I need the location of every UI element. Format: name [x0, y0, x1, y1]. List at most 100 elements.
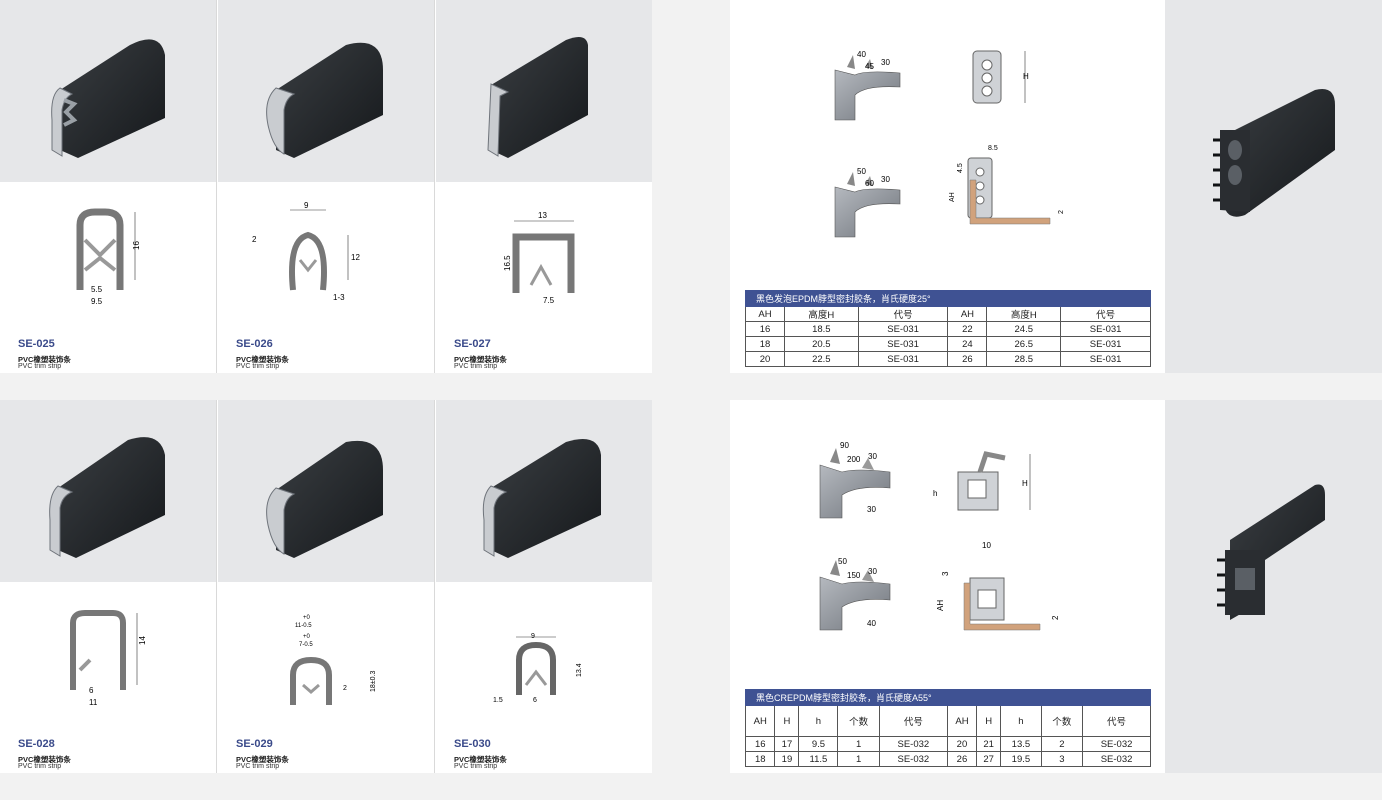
column-header: AH: [745, 306, 785, 322]
table-cell: 21: [976, 736, 1002, 752]
table-cell: 24: [947, 336, 988, 352]
product-photo: [0, 0, 217, 182]
table-cell: 13.5: [1000, 736, 1042, 752]
product-card-se-026: 9 2 12 1-3 SE-026 PVC橡塑装饰条 PVC trim stri…: [218, 0, 435, 373]
table-cell: SE-032: [878, 751, 948, 767]
product-name-en: PVC trim strip: [454, 763, 498, 770]
product-card-se-025: 16 5.5 9.5 SE-025 PVC橡塑装饰条 PVC trim stri…: [0, 0, 217, 373]
dim-label: H: [1023, 72, 1029, 81]
table-cell: 18: [744, 751, 776, 767]
column-header: h: [1000, 705, 1042, 737]
table-cell: 26.5: [986, 336, 1062, 352]
angle-label: 30: [867, 505, 876, 514]
se-025-drawing: 16 5.5 9.5: [76, 208, 141, 306]
column-header: AH: [947, 306, 988, 322]
table-caption: 黑色CREPDM脖型密封胶条，肖氏硬度A55°: [745, 689, 1151, 706]
catalog-panel-bottom-left: 14 6 11 SE-028 PVC橡塑装饰条 PVC trim strip +…: [0, 400, 652, 773]
dim-label: 2: [252, 235, 257, 244]
product-card-se-030: 9 13.4 1.5 6 SE-030 PVC橡塑装饰条 PVC trim st…: [436, 400, 652, 773]
product-photo: [0, 400, 217, 582]
dim-label: AH: [949, 192, 956, 202]
dim-label: 5.5: [91, 285, 103, 294]
rubber-strip-illustration: [266, 440, 383, 558]
table-cell: 18: [745, 336, 785, 352]
dim-label: 3: [941, 571, 950, 576]
column-header: 高度H: [986, 306, 1062, 322]
se-029-drawing: +0 11-0.5 +0 7-0.5 2 18±0.3: [290, 615, 377, 705]
dim-label: 12: [351, 253, 360, 262]
profile-drawing: H: [972, 50, 1029, 104]
table-caption: 黑色发泡EPDM脖型密封胶条，肖氏硬度25°: [745, 290, 1151, 307]
product-name-en: PVC trim strip: [18, 363, 62, 370]
column-header: AH: [744, 705, 776, 737]
dim-label: 1.5: [493, 697, 503, 704]
mounting-diagram: 40 45 30: [834, 50, 901, 121]
product-card-se-027: 13 16.5 7.5 SE-027 PVC橡塑装饰条 PVC trim str…: [436, 0, 652, 373]
column-header: 代号: [857, 306, 949, 322]
product-name-cn: PVC橡塑装饰条: [454, 755, 507, 764]
dim-label: 13.4: [576, 663, 583, 677]
mounting-diagram: 90 200 30 30: [819, 441, 891, 519]
column-header: h: [798, 705, 839, 737]
rubber-strip-illustration: [487, 36, 588, 159]
angle-label: 90: [840, 441, 849, 450]
angle-label: 30: [881, 58, 890, 67]
table-cell: SE-031: [1060, 351, 1151, 367]
angle-label: 30: [881, 175, 890, 184]
mounting-diagram: 50 150 30 40: [819, 557, 891, 631]
angle-label: 30: [868, 567, 877, 576]
product-code: SE-028: [18, 738, 55, 750]
se-027-drawing: 13 16.5 7.5: [503, 211, 575, 305]
column-header: H: [976, 705, 1002, 737]
ribbed-seal-illustration: [1213, 89, 1335, 217]
table-row: 16 17 9.5 1 SE-032 20 21 13.5 2 SE-032: [744, 736, 1151, 752]
product-name-cn: PVC橡塑装饰条: [236, 755, 289, 764]
angle-label: 200: [847, 455, 861, 464]
table-cell: 18.5: [783, 321, 859, 337]
profile-drawing: h H: [933, 451, 1031, 511]
dim-label: H: [1022, 479, 1028, 488]
table-cell: 19: [774, 751, 800, 767]
table-row: 20 22.5 SE-031 26 28.5 SE-031: [745, 351, 1151, 367]
catalog-panel-bottom-right: 90 200 30 30 h H 50 150 30 40 10 3 AH 2 …: [730, 400, 1382, 773]
product-name-cn: PVC橡塑装饰条: [236, 355, 289, 364]
table-cell: 27: [976, 751, 1002, 767]
table-cell: 20: [745, 351, 785, 367]
dim-label: AH: [936, 600, 945, 611]
column-header: 个数: [837, 705, 880, 737]
column-header: 高度H: [783, 306, 859, 322]
se-026-drawing: 9 2 12 1-3: [252, 201, 360, 302]
rubber-strip-illustration: [266, 42, 383, 158]
dim-label: 7.5: [543, 296, 555, 305]
dim-label: 9: [304, 201, 309, 210]
table-cell: SE-031: [857, 351, 949, 367]
table-cell: 1: [837, 736, 880, 752]
se-030-drawing: 9 13.4 1.5 6: [493, 633, 583, 704]
product-photo: [218, 0, 435, 182]
angle-label: 150: [847, 571, 861, 580]
table-header-row: AH 高度H 代号 AH 高度H 代号: [745, 306, 1151, 322]
se-032-spec-table: 黑色CREPDM脖型密封胶条，肖氏硬度A55° AH H h 个数 代号 AH …: [744, 689, 1151, 767]
product-name-en: PVC trim strip: [454, 363, 498, 370]
table-cell: 26: [946, 751, 978, 767]
dim-label: h: [933, 489, 937, 498]
dim-label: 1-3: [333, 293, 345, 302]
mounting-diagram: 50 60 30: [834, 167, 901, 238]
table-cell: 20: [946, 736, 978, 752]
dim-label: +0: [303, 615, 311, 621]
table-cell: 16: [745, 321, 785, 337]
table-cell: SE-032: [878, 736, 948, 752]
table-cell: 28.5: [986, 351, 1062, 367]
table-cell: 3: [1040, 751, 1084, 767]
table-cell: 11.5: [798, 751, 839, 767]
table-cell: 22.5: [783, 351, 859, 367]
product-photo: [218, 400, 435, 582]
column-header: 代号: [1060, 306, 1151, 322]
dim-label: 2: [1051, 615, 1060, 620]
rubber-strip-illustration: [49, 437, 165, 558]
angle-label: 40: [857, 50, 866, 59]
se-031-spec-table: 黑色发泡EPDM脖型密封胶条，肖氏硬度25° AH 高度H 代号 AH 高度H …: [745, 290, 1151, 367]
angle-label: 50: [838, 557, 847, 566]
card-divider: [434, 400, 435, 773]
dim-label: 8.5: [988, 145, 998, 152]
